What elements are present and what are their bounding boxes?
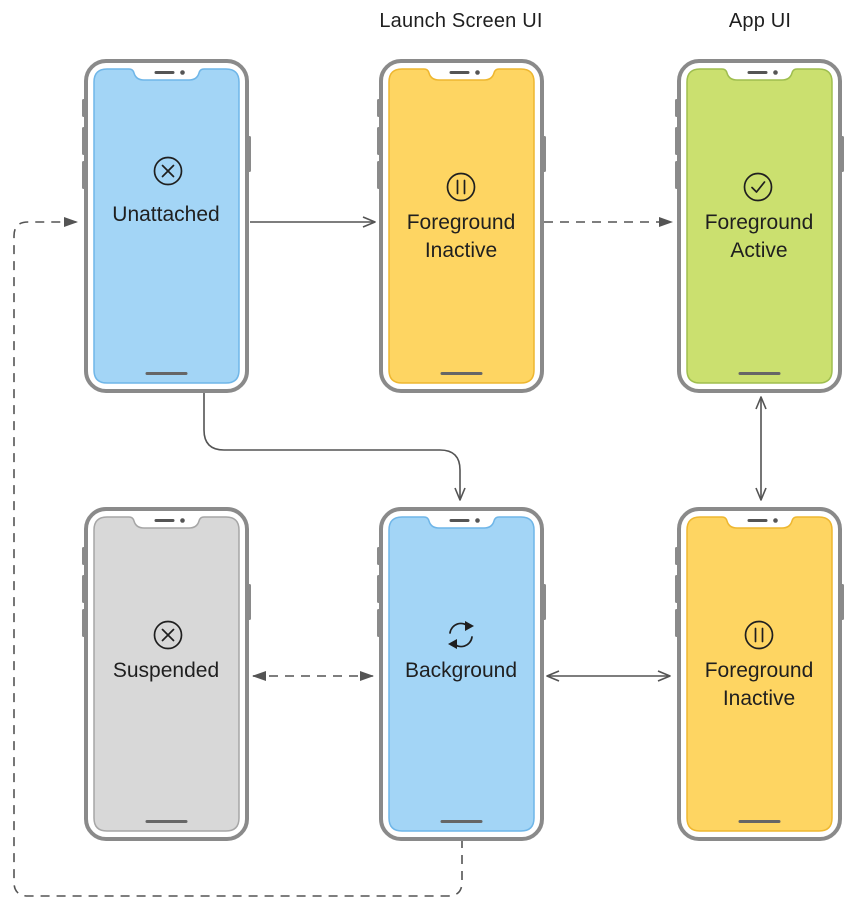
heading-app-ui: App UI bbox=[728, 10, 792, 32]
phone-screen bbox=[93, 68, 240, 384]
label-background: Background bbox=[404, 659, 518, 682]
phone-screen bbox=[388, 68, 535, 384]
pause-circle-icon bbox=[446, 172, 476, 202]
phone-speaker bbox=[154, 519, 175, 522]
x-circle-icon bbox=[153, 620, 183, 650]
phone-camera bbox=[180, 70, 185, 75]
label-foreground-active: Foreground Active bbox=[704, 211, 814, 262]
home-indicator bbox=[145, 372, 188, 375]
phone-suspended bbox=[82, 507, 251, 841]
phone-screen bbox=[686, 68, 833, 384]
phone-speaker bbox=[154, 71, 175, 74]
heading-launch-screen-ui: Launch Screen UI bbox=[379, 10, 543, 32]
phone-screen bbox=[686, 516, 833, 832]
phone-camera bbox=[773, 518, 778, 523]
arrow-background-to-unattached bbox=[13, 217, 463, 897]
phone-camera bbox=[475, 518, 480, 523]
phone-screen bbox=[388, 516, 535, 832]
home-indicator bbox=[440, 820, 483, 823]
pause-circle-icon bbox=[744, 620, 774, 650]
home-indicator bbox=[440, 372, 483, 375]
phone-camera bbox=[475, 70, 480, 75]
phone-screen bbox=[93, 516, 240, 832]
phone-camera bbox=[773, 70, 778, 75]
sync-arrows-icon bbox=[448, 621, 474, 649]
label-suspended: Suspended bbox=[112, 659, 220, 682]
x-circle-icon bbox=[153, 156, 183, 186]
phone-camera bbox=[180, 518, 185, 523]
phone-fg-active bbox=[675, 59, 844, 393]
home-indicator bbox=[738, 372, 781, 375]
label-foreground-inactive-app: Foreground Inactive bbox=[704, 659, 814, 710]
home-indicator bbox=[145, 820, 188, 823]
phone-fg-inactive-app bbox=[675, 507, 844, 841]
phone-fg-inactive-launch bbox=[377, 59, 546, 393]
phone-unattached bbox=[82, 59, 251, 393]
label-unattached: Unattached bbox=[112, 203, 220, 226]
check-circle-icon bbox=[743, 172, 773, 202]
phone-speaker bbox=[747, 519, 768, 522]
phone-speaker bbox=[747, 71, 768, 74]
phone-speaker bbox=[449, 71, 470, 74]
phone-background bbox=[377, 507, 546, 841]
arrow-unattached-to-background bbox=[203, 392, 466, 501]
home-indicator bbox=[738, 820, 781, 823]
phone-speaker bbox=[449, 519, 470, 522]
label-foreground-inactive-launch: Foreground Inactive bbox=[406, 211, 516, 262]
